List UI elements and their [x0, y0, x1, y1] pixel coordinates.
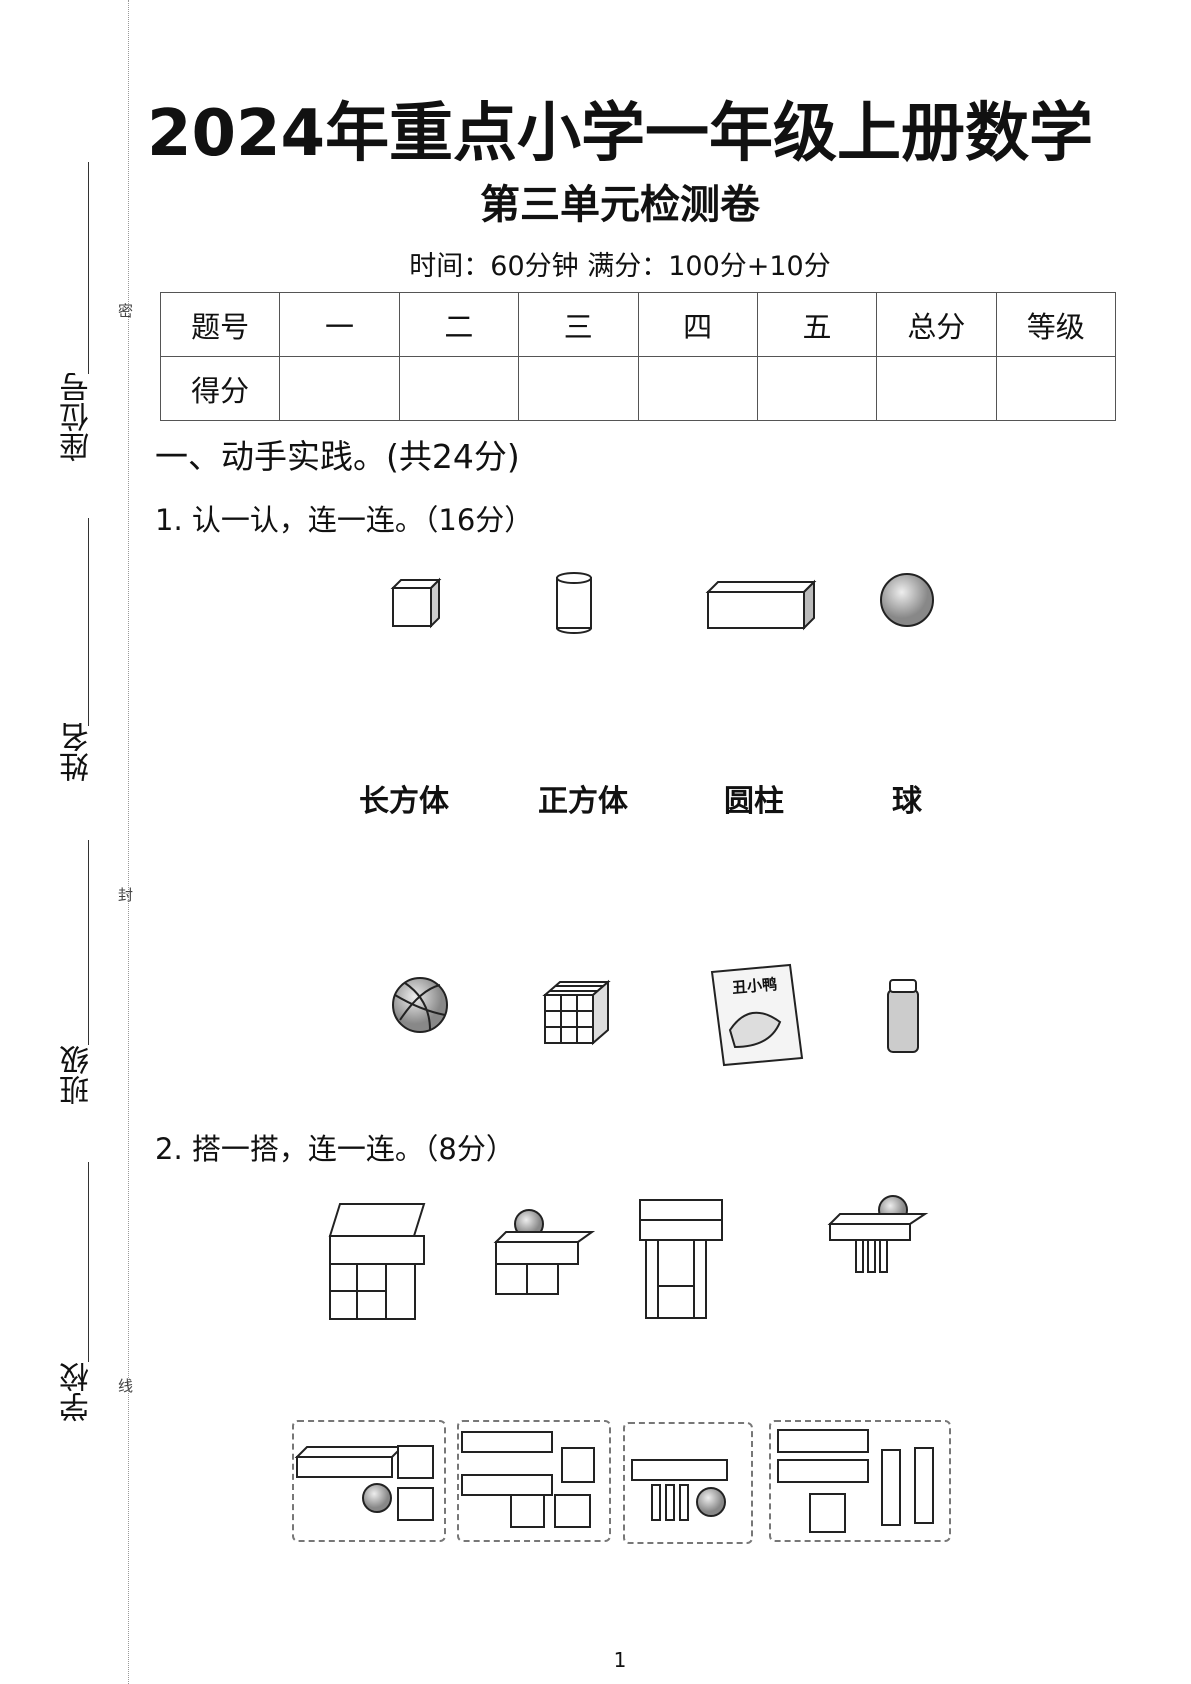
- page-title: 2024年重点小学一年级上册数学: [146, 97, 1094, 171]
- table-cell: 二: [398, 292, 520, 357]
- table-cell: 一: [279, 292, 400, 357]
- building-1: [328, 1203, 426, 1320]
- seat-line: [88, 162, 89, 374]
- rubiks-cube-icon: [542, 979, 611, 1046]
- score-cell[interactable]: [876, 356, 997, 421]
- set-3: [631, 1459, 728, 1521]
- name-line: [88, 518, 89, 726]
- basketball-icon: [392, 977, 448, 1033]
- building-2: [493, 1209, 596, 1295]
- book-icon: [710, 963, 804, 1067]
- class-line: [88, 840, 89, 1045]
- cuboid-icon: [705, 579, 817, 631]
- score-cell[interactable]: [518, 356, 639, 421]
- seal-mark: 封: [118, 886, 134, 904]
- block-set-box: [292, 1420, 446, 1542]
- building-4: [827, 1195, 929, 1273]
- question-2-title: 2. 搭一搭，连一连。（8分）: [155, 1132, 515, 1166]
- sphere-icon: [880, 573, 934, 627]
- table-cell: 得分: [159, 356, 281, 421]
- fold-line: [128, 0, 129, 1684]
- block-set-box: [623, 1422, 753, 1544]
- label-cylinder: 圆柱: [724, 784, 784, 819]
- score-cell[interactable]: [995, 356, 1117, 421]
- bottle-icon: [887, 979, 919, 1053]
- block-set-box: [457, 1420, 611, 1542]
- score-cell[interactable]: [756, 356, 878, 421]
- table-cell: 四: [637, 292, 758, 357]
- cube-icon: [390, 577, 442, 629]
- building-3: [639, 1199, 723, 1319]
- block-set-box: [769, 1420, 951, 1542]
- table-row: 题号 一 二 三 四 五 总分 等级: [159, 292, 1117, 357]
- cylinder-icon: [556, 572, 592, 634]
- page-subtitle: 第三单元检测卷: [480, 182, 760, 228]
- book-title: 丑小鸭: [731, 975, 778, 997]
- score-cell[interactable]: [398, 356, 520, 421]
- seal-mark: 线: [118, 1377, 134, 1395]
- label-sphere: 球: [892, 784, 922, 819]
- score-cell[interactable]: [637, 356, 758, 421]
- label-cuboid: 长方体: [359, 784, 449, 819]
- exam-meta: 时间：60分钟 满分：100分+10分: [409, 251, 831, 282]
- question-1-title: 1. 认一认，连一连。（16分）: [155, 503, 534, 537]
- set-2: [461, 1431, 595, 1528]
- label-cube: 正方体: [538, 784, 628, 819]
- table-cell: 等级: [995, 292, 1117, 357]
- seal-mark: 密: [118, 302, 134, 320]
- table-cell: 五: [756, 292, 878, 357]
- table-cell: 三: [518, 292, 639, 357]
- table-row: 得分: [159, 356, 1117, 421]
- school-line: [88, 1162, 89, 1362]
- section-heading: 一、动手实践。(共24分): [155, 437, 520, 476]
- set-1: [294, 1445, 434, 1521]
- set-4: [777, 1429, 934, 1533]
- score-cell[interactable]: [279, 356, 400, 421]
- page-number: 1: [613, 1648, 627, 1672]
- score-table: 题号 一 二 三 四 五 总分 等级 得分: [159, 292, 1117, 421]
